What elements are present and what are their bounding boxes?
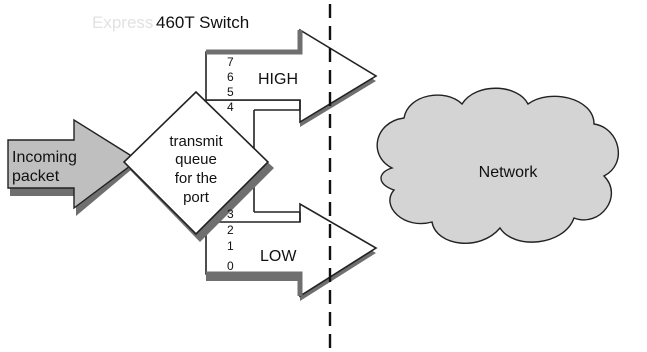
queue-label-line4: port: [183, 189, 210, 206]
title-text: 460T Switch: [156, 13, 249, 32]
queue-label-line1: transmit: [169, 133, 223, 150]
priority-number: 7: [227, 55, 234, 69]
network-cloud: [376, 87, 620, 244]
network-label: Network: [479, 164, 539, 181]
low-label: LOW: [260, 248, 297, 265]
incoming-label-line2: packet: [12, 168, 60, 185]
title-faint-text: Express: [92, 13, 153, 32]
queue-label-line3: for the: [175, 170, 218, 187]
priority-number: 5: [227, 85, 234, 99]
incoming-label-line1: Incoming: [12, 149, 77, 166]
priority-number: 6: [227, 70, 234, 84]
priority-number: 0: [227, 259, 234, 273]
priority-number: 3: [227, 207, 234, 221]
incoming-packet-arrow: [7, 118, 140, 216]
high-priority-arrow: [205, 28, 378, 127]
priority-number: 4: [227, 100, 234, 114]
priority-number: 1: [227, 239, 234, 253]
priority-number: 2: [227, 223, 234, 237]
high-label: HIGH: [258, 71, 298, 88]
low-priority-arrow: [205, 202, 378, 301]
queue-label-line2: queue: [175, 151, 217, 168]
transmit-queue-diamond: [122, 90, 274, 242]
